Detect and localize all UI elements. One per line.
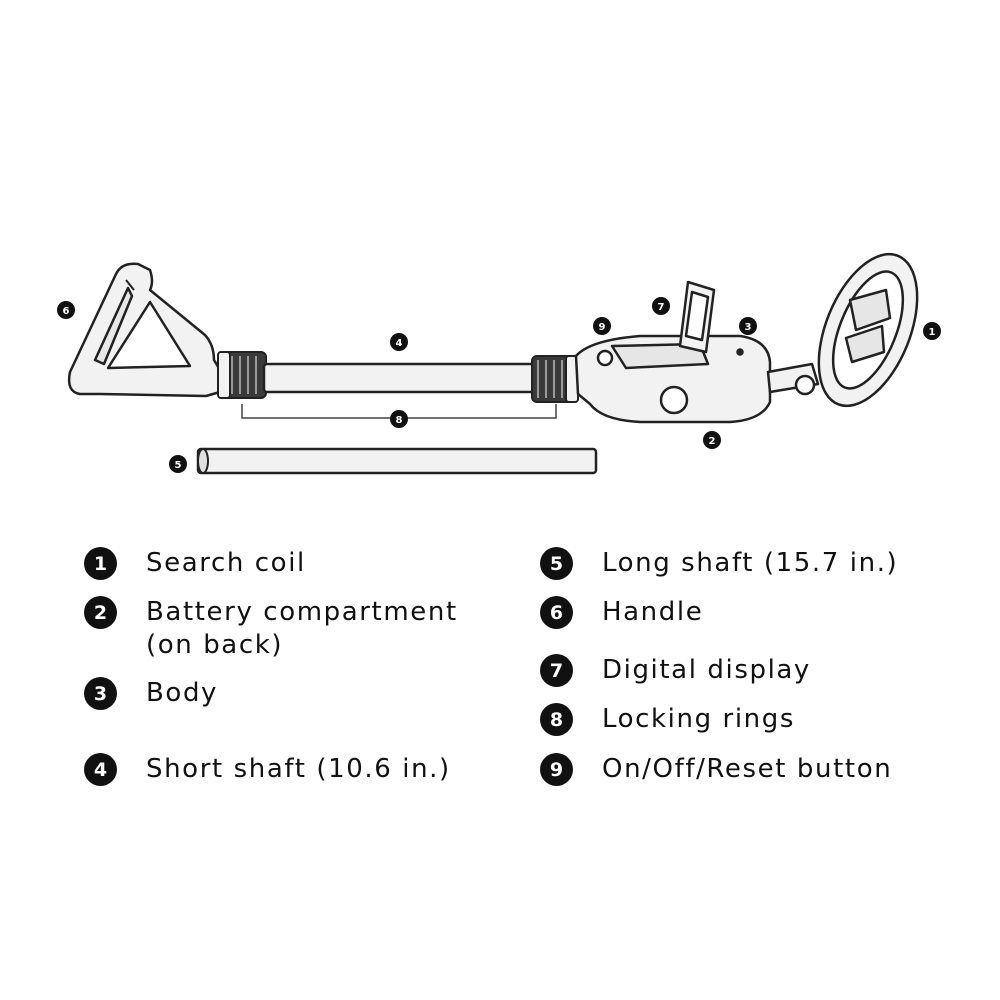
callout-marker-6: 6 (57, 301, 75, 319)
legend-label-4: Short shaft (10.6 in.) (146, 754, 451, 784)
long-shaft (196, 447, 598, 475)
legend-item-2: 2 Battery compartment (on back) (84, 596, 458, 662)
legend-label-1: Search coil (146, 548, 306, 578)
legend-badge-1: 1 (84, 547, 117, 580)
legend-item-1: 1 Search coil (84, 547, 306, 580)
legend-item-6: 6 Handle (540, 596, 703, 629)
legend-badge-3: 3 (84, 677, 117, 710)
legend-badge-6: 6 (540, 596, 573, 629)
locking-ring-left (217, 351, 267, 399)
svg-text:8: 8 (396, 415, 403, 426)
callout-marker-8: 8 (390, 410, 408, 428)
legend-badge-2: 2 (84, 596, 117, 629)
callout-marker-5: 5 (169, 455, 187, 473)
legend-label-8: Locking rings (602, 704, 795, 734)
svg-text:6: 6 (63, 306, 70, 317)
svg-text:2: 2 (709, 436, 716, 447)
svg-text:1: 1 (929, 327, 936, 338)
body-knob (659, 385, 689, 415)
locking-ring-right (531, 355, 579, 403)
svg-text:7: 7 (658, 302, 665, 313)
legend-badge-8: 8 (540, 703, 573, 736)
handle (67, 262, 222, 398)
legend-item-9: 9 On/Off/Reset button (540, 753, 892, 786)
search-coil (766, 252, 919, 408)
svg-text:9: 9 (599, 322, 606, 333)
digital-display (678, 280, 716, 354)
legend-item-8: 8 Locking rings (540, 703, 795, 736)
callout-marker-7: 7 (652, 297, 670, 315)
legend-badge-4: 4 (84, 753, 117, 786)
power-button (596, 349, 614, 367)
callout-marker-2: 2 (703, 431, 721, 449)
short-shaft (262, 362, 540, 394)
legend-item-7: 7 Digital display (540, 654, 811, 687)
legend-label-7: Digital display (602, 655, 811, 685)
legend-label-6: Handle (602, 597, 704, 627)
callout-marker-1: 1 (923, 322, 941, 340)
legend-label-2: Battery compartment (on back) (146, 597, 458, 660)
legend-item-4: 4 Short shaft (10.6 in.) (84, 753, 451, 786)
callout-marker-4: 4 (390, 333, 408, 351)
legend-badge-7: 7 (540, 654, 573, 687)
svg-text:4: 4 (396, 338, 403, 349)
svg-text:3: 3 (745, 322, 752, 333)
metal-detector-diagram: 1 2 3 4 5 6 7 8 9 (57, 252, 941, 475)
legend-label-5: Long shaft (15.7 in.) (602, 548, 899, 578)
legend-item-5: 5 Long shaft (15.7 in.) (540, 547, 898, 580)
callout-marker-3: 3 (739, 317, 757, 335)
legend-badge-5: 5 (540, 547, 573, 580)
legend-badge-9: 9 (540, 753, 573, 786)
legend-label-3: Body (146, 678, 219, 708)
svg-text:5: 5 (175, 460, 182, 471)
legend-item-3: 3 Body (84, 677, 218, 710)
callout-marker-9: 9 (593, 317, 611, 335)
legend-label-9: On/Off/Reset button (602, 754, 893, 784)
body (574, 334, 772, 424)
